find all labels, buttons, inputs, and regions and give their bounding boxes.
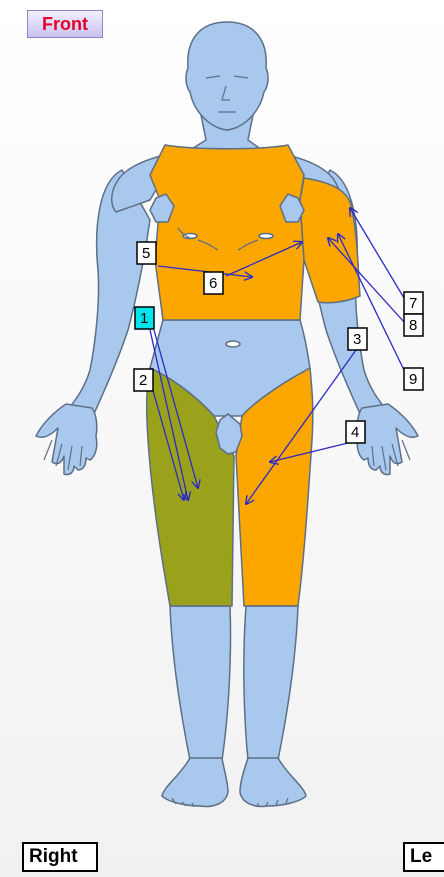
right-side-label: Right xyxy=(22,842,98,872)
svg-text:5: 5 xyxy=(142,245,150,262)
marker-9[interactable]: 9 xyxy=(404,368,423,390)
marker-1[interactable]: 1 xyxy=(135,307,154,329)
svg-text:3: 3 xyxy=(353,331,361,348)
left-side-label: Le xyxy=(403,842,444,872)
svg-text:2: 2 xyxy=(139,372,147,389)
marker-6[interactable]: 6 xyxy=(204,272,223,294)
right-hand[interactable] xyxy=(36,404,97,475)
left-hand[interactable] xyxy=(357,404,418,475)
svg-text:1: 1 xyxy=(140,310,148,327)
marker-3[interactable]: 3 xyxy=(348,328,367,350)
head[interactable] xyxy=(186,22,268,130)
navel xyxy=(226,341,240,347)
left-lower-leg[interactable] xyxy=(244,606,298,760)
groin xyxy=(216,414,242,454)
svg-text:4: 4 xyxy=(351,424,359,441)
right-lower-leg[interactable] xyxy=(170,606,231,760)
right-foot[interactable] xyxy=(162,758,228,806)
marker-7[interactable]: 7 xyxy=(404,292,423,314)
svg-text:7: 7 xyxy=(409,295,417,312)
marker-2[interactable]: 2 xyxy=(134,369,153,391)
marker-8[interactable]: 8 xyxy=(404,314,423,336)
svg-text:6: 6 xyxy=(209,275,217,292)
chest-region-orange[interactable] xyxy=(150,145,304,320)
svg-text:9: 9 xyxy=(409,371,417,388)
svg-text:8: 8 xyxy=(409,317,417,334)
left-foot[interactable] xyxy=(240,758,306,806)
marker-4[interactable]: 4 xyxy=(346,421,365,443)
left-nipple xyxy=(259,234,273,239)
marker-5[interactable]: 5 xyxy=(137,242,156,264)
